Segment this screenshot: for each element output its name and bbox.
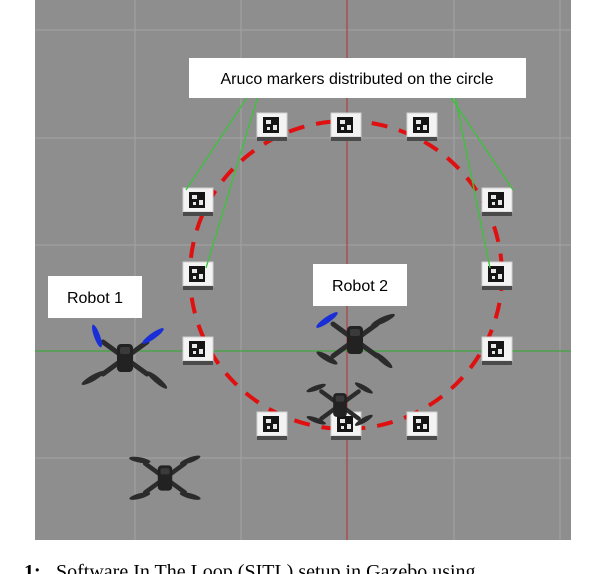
robot2-label: Robot 2 <box>332 278 388 295</box>
aruco-marker-icon <box>481 261 513 291</box>
caption-prefix: 1: <box>24 561 41 574</box>
aruco-marker-icon <box>182 187 214 217</box>
aruco-marker-icon <box>256 112 288 142</box>
quadrotor-drone-icon <box>81 324 168 389</box>
robot1-callout: Robot 1 <box>48 276 142 318</box>
robot1-label: Robot 1 <box>67 290 123 307</box>
aruco-marker-icon <box>182 336 214 366</box>
aruco-marker-icon <box>330 112 362 142</box>
markers-callout: Aruco markers distributed on the circle <box>189 58 526 98</box>
callout-pointer-lines <box>185 95 514 269</box>
aruco-marker-icon <box>481 187 513 217</box>
caption-text: Software In The Loop (SITL) setup in Gaz… <box>56 561 476 574</box>
robot2-callout: Robot 2 <box>313 264 407 306</box>
figure-caption: 1: Software In The Loop (SITL) setup in … <box>24 561 476 574</box>
aruco-marker-icon <box>406 112 438 142</box>
aruco-marker-icon <box>256 411 288 441</box>
quadrotor-drone-icon <box>316 312 395 369</box>
aruco-marker-icon <box>481 336 513 366</box>
aruco-marker-icon <box>406 411 438 441</box>
aruco-marker-icon <box>182 261 214 291</box>
quadrotor-drone-icon <box>129 455 201 500</box>
markers-callout-label: Aruco markers distributed on the circle <box>221 71 494 88</box>
quadrotor-drone-icon <box>306 382 373 426</box>
